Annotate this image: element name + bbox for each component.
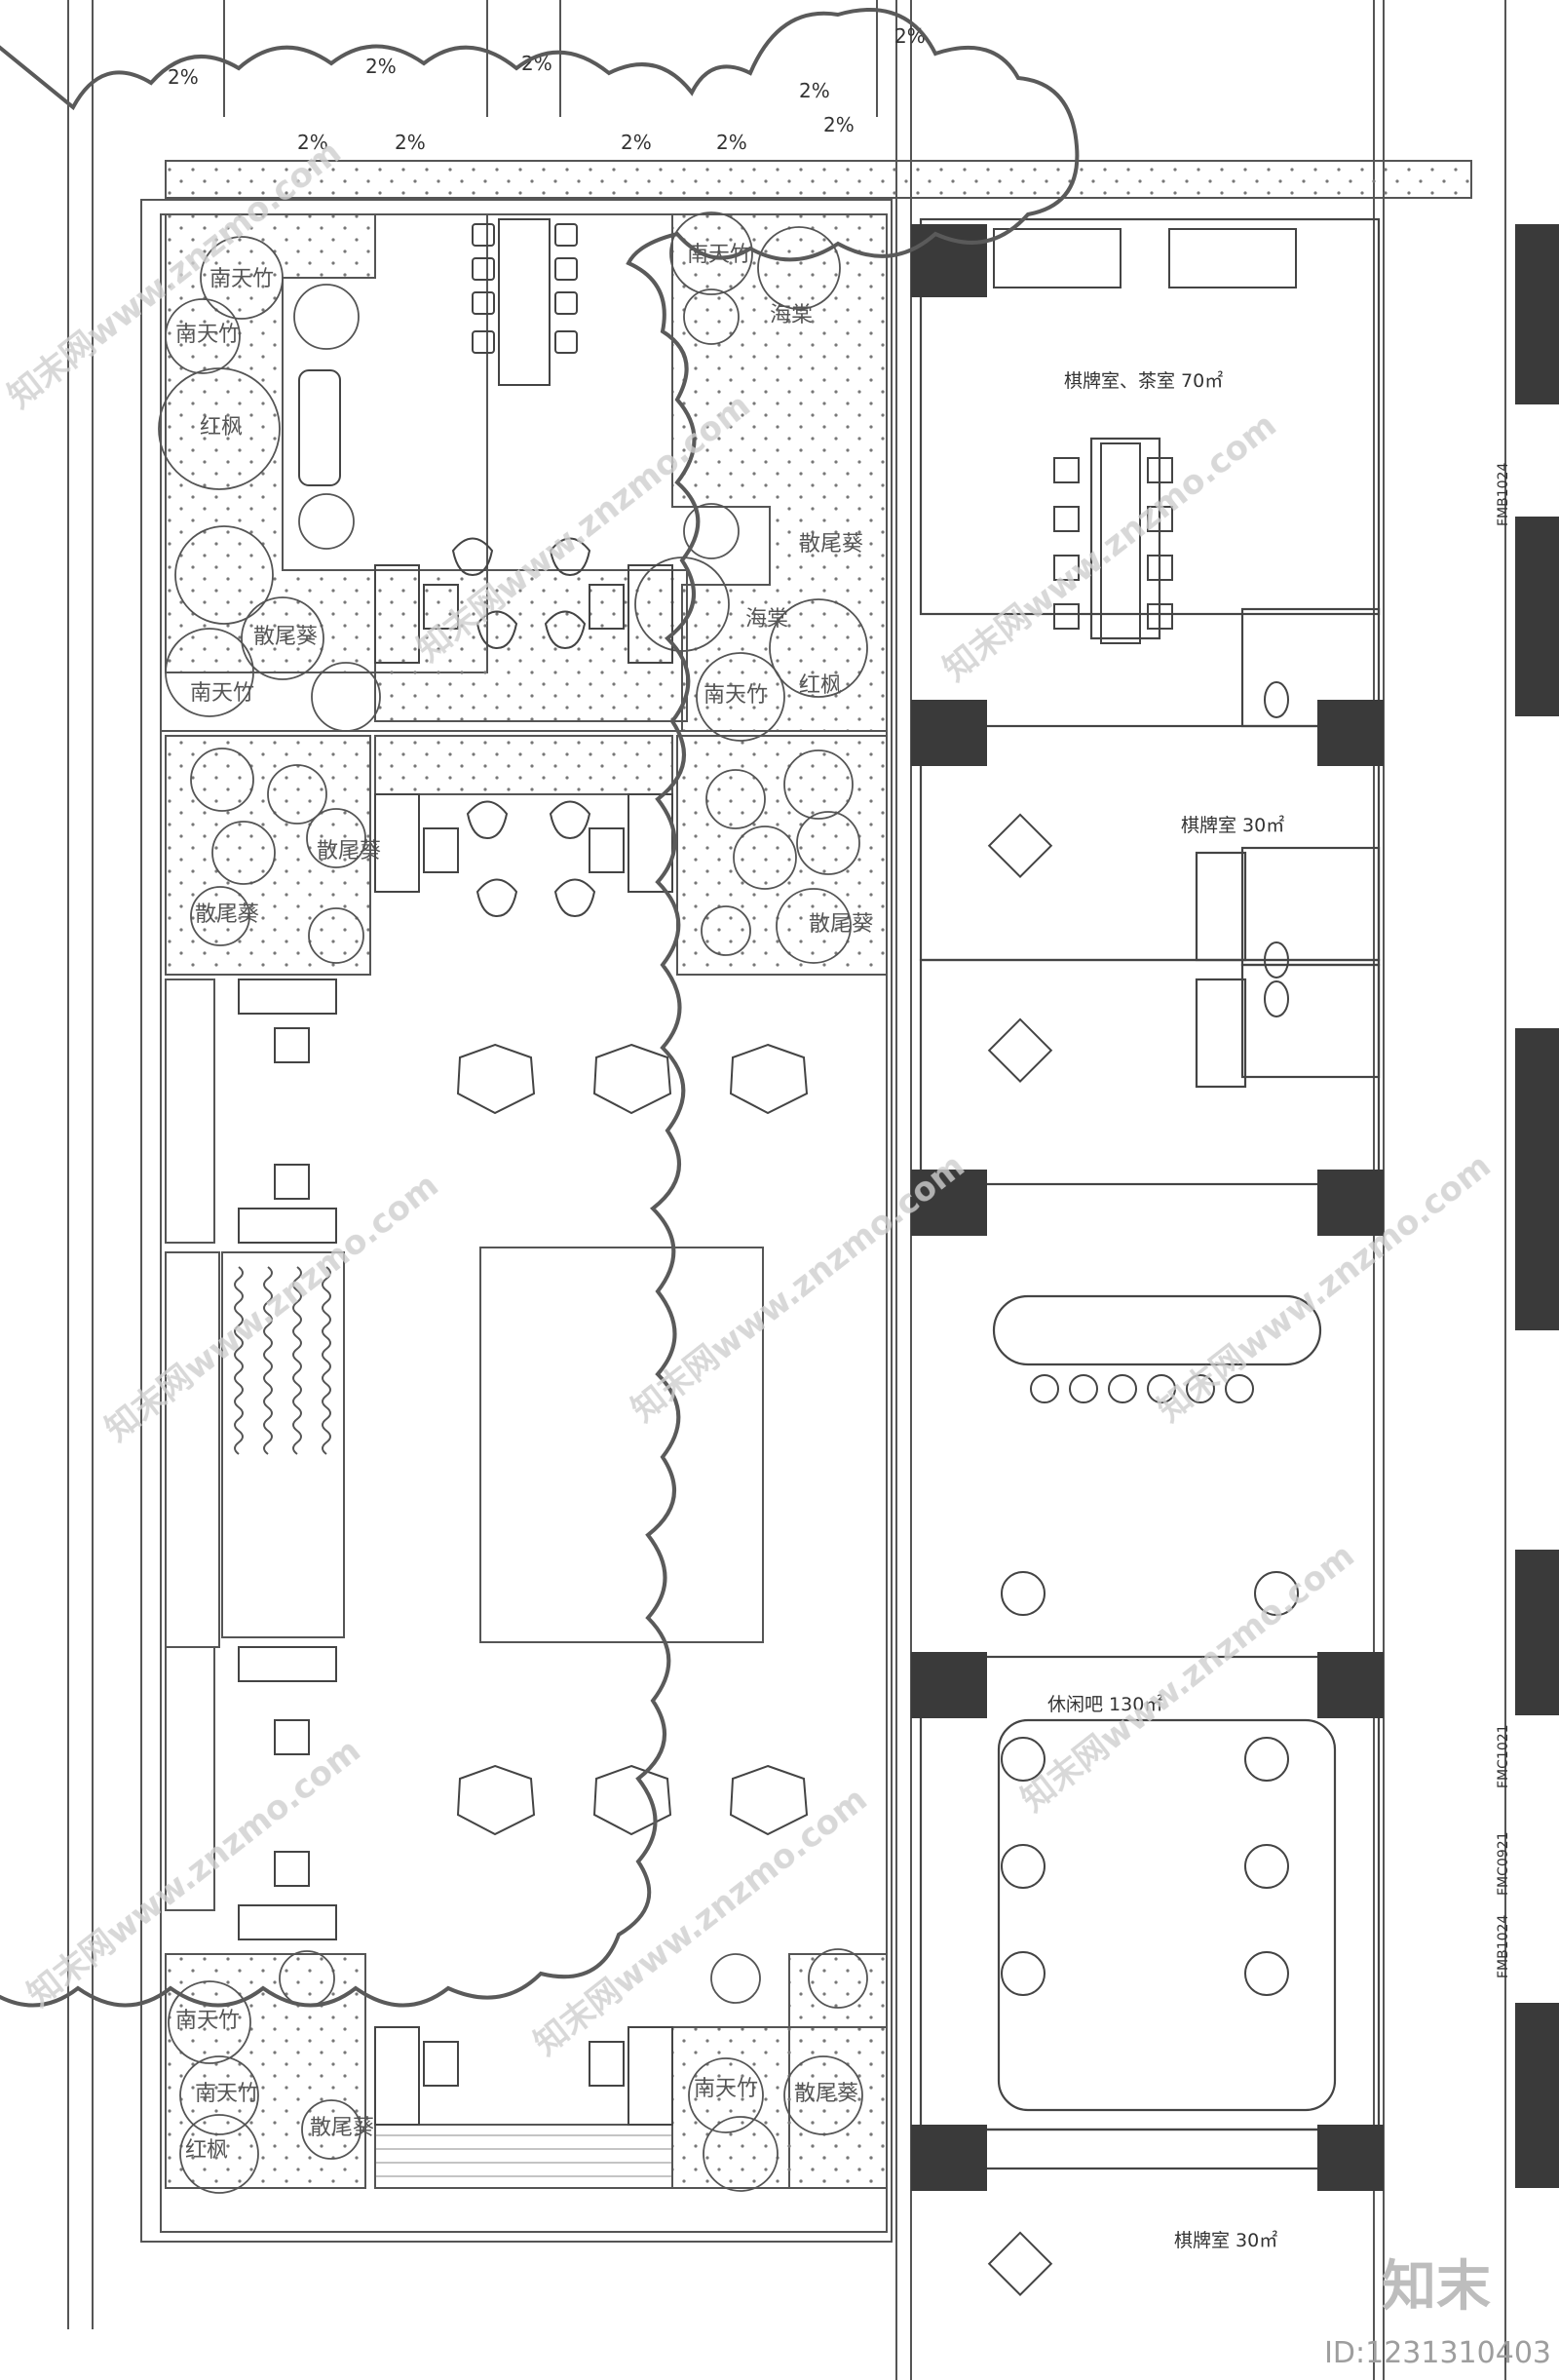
room-label-tea-room: 棋牌室、茶室 70㎡ (1064, 369, 1223, 392)
planter-beds (161, 213, 888, 2189)
plant-label: 南天竹 (703, 683, 768, 708)
slope-label: 2% (168, 65, 199, 89)
door-code: FMB1024 (1496, 1915, 1511, 1978)
plant-label: 散尾葵 (809, 912, 873, 937)
plant-label: 南天竹 (175, 323, 240, 347)
plant-label: 散尾葵 (317, 839, 381, 864)
plant-label: 散尾葵 (310, 2116, 374, 2140)
slope-label: 2% (621, 131, 652, 154)
plant-labels: 南天竹 南天竹 红枫 散尾葵 南天竹 南天竹 海棠 散尾葵 海棠 红枫 南天竹 … (175, 243, 873, 2163)
plant-label: 南天竹 (190, 681, 254, 706)
slope-labels: 2% 2% 2% 2% 2% 2% 2% 2% 2% 2% (168, 24, 926, 154)
lounge-furniture (1001, 1374, 1299, 1996)
slope-label: 2% (395, 131, 426, 154)
watermark: 知末网www.znzmo.com (625, 1146, 972, 1430)
central-pool (479, 1247, 764, 1643)
plant-label: 南天竹 (195, 2082, 259, 2106)
plant-label: 散尾葵 (195, 902, 259, 927)
room-labels: 棋牌室、茶室 70㎡ 棋牌室 30㎡ 休闲吧 130㎡ 棋牌室 30㎡ (1047, 369, 1284, 2251)
slope-label: 2% (716, 131, 747, 154)
umbrellas (456, 1043, 809, 1836)
image-id: ID:1231310403 (1324, 2336, 1551, 2370)
tea-room-furniture (993, 228, 1297, 1017)
watermark: 知末网www.znzmo.com (1014, 1536, 1362, 1820)
plant-label: 散尾葵 (799, 532, 863, 557)
slope-label: 2% (894, 24, 926, 48)
door-codes: FMB1024 FMC1021 FMC0921 FMB1024 (1496, 463, 1511, 1978)
drainage-channel (165, 160, 1472, 199)
plant-label: 散尾葵 (253, 625, 318, 649)
plants (158, 211, 868, 2194)
revision-cloud (0, 8, 1080, 2008)
card-tables (987, 813, 1053, 2296)
watermark: 知末网www.znzmo.com (936, 405, 1284, 689)
room-label-lounge: 休闲吧 130㎡ (1047, 1693, 1162, 1715)
plant-label: 海棠 (770, 303, 813, 327)
door-code: FMC1021 (1496, 1724, 1511, 1788)
plant-label: 红枫 (799, 673, 842, 698)
slope-label: 2% (799, 79, 830, 102)
deck-stripes (165, 979, 345, 1911)
room-label-card-room: 棋牌室 30㎡ (1174, 2229, 1277, 2251)
plant-label: 南天竹 (175, 2009, 240, 2033)
slope-label: 2% (365, 55, 397, 78)
building-walls (919, 217, 1381, 2170)
plant-label: 红枫 (200, 415, 243, 440)
plant-label: 红枫 (185, 2138, 228, 2163)
slope-label: 2% (823, 113, 855, 136)
plant-label: 南天竹 (209, 267, 274, 291)
slope-label: 2% (297, 131, 328, 154)
brand-watermark: 知末 (1382, 2255, 1491, 2319)
plant-label: 散尾葵 (794, 2082, 858, 2106)
door-code: FMB1024 (1496, 463, 1511, 526)
door-code: FMC0921 (1496, 1831, 1511, 1896)
plant-label: 南天竹 (694, 2077, 758, 2101)
columns (911, 224, 1559, 2191)
plant-label: 海棠 (745, 607, 788, 632)
outdoor-furniture (238, 218, 673, 2126)
room-label-card-room: 棋牌室 30㎡ (1181, 814, 1284, 836)
